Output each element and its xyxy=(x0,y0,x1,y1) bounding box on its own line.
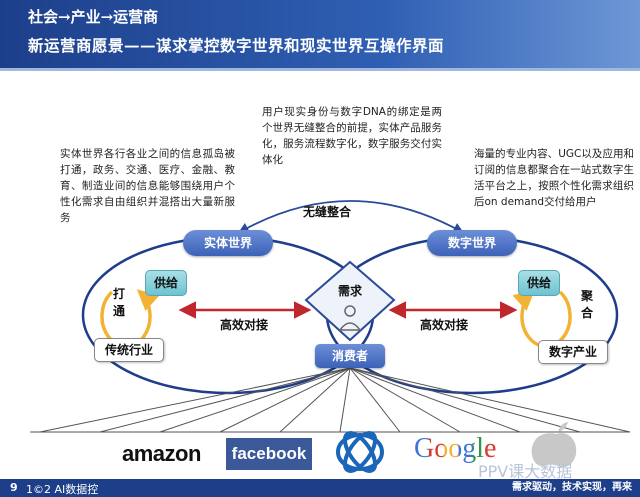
integration-description: 用户现实身份与数字DNA的绑定是两个世界无缝整合的前提，实体产品服务化，服务流程… xyxy=(262,106,442,166)
header-divider xyxy=(0,68,640,71)
amazon-logo: amazon xyxy=(122,441,201,466)
supply-left-box: 供给 xyxy=(145,270,187,296)
consumer-fan-lines xyxy=(30,367,631,433)
page-number: 9 xyxy=(10,481,18,494)
user-icon xyxy=(338,305,362,331)
watermark-left: 1©2 AI数据控 xyxy=(26,483,99,496)
physical-world-description: 实体世界各行各业之间的信息孤岛被打通，政务、交通、医疗、金融、教育、制造业间的信… xyxy=(60,148,235,224)
physical-world-node: 实体世界 xyxy=(183,230,273,256)
aggregate-label: 聚合 xyxy=(580,289,593,320)
supply-right-box: 供给 xyxy=(518,270,560,296)
apple-logo xyxy=(531,422,577,468)
google-logo: Google xyxy=(414,433,496,465)
footer-tagline: 需求驱动，技术实现，再来 xyxy=(512,482,632,493)
open-up-label: 打通 xyxy=(112,287,125,318)
traditional-industry-box: 传统行业 xyxy=(94,338,164,362)
china-mobile-logo xyxy=(336,431,384,473)
digital-world-node: 数字世界 xyxy=(427,230,517,256)
consumer-node: 消费者 xyxy=(315,344,385,368)
efficient-connection-label-right: 高效对接 xyxy=(420,318,469,332)
demand-label: 需求 xyxy=(338,284,363,298)
header-banner: 社会→产业→运营商 新运营商愿景——谋求掌控数字世界和现实世界互操作界面 xyxy=(0,0,640,68)
breadcrumb-current: 运营商 xyxy=(113,8,159,26)
watermark-right: PPV课大数据 xyxy=(478,462,573,481)
seamless-integration-arc xyxy=(238,200,464,234)
breadcrumb: 社会→产业→运营商 xyxy=(28,6,158,27)
seamless-integration-label: 无缝整合 xyxy=(303,205,352,219)
google-logo-text: Google xyxy=(414,433,497,464)
aggregate-cycle-ring xyxy=(512,289,572,349)
page-title: 新运营商愿景——谋求掌控数字世界和现实世界互操作界面 xyxy=(28,36,445,55)
digital-world-description: 海量的专业内容、UGC以及应用和订阅的信息都聚合在一站式数字生活平台之上，按照个… xyxy=(474,148,634,208)
digital-industry-box: 数字产业 xyxy=(538,340,608,364)
efficient-connection-label-left: 高效对接 xyxy=(220,318,269,332)
breadcrumb-path: 社会→产业→ xyxy=(28,8,114,26)
facebook-logo: facebook xyxy=(226,438,312,470)
demand-diamond xyxy=(304,260,396,342)
footer-bar: 需求驱动，技术实现，再来 xyxy=(0,479,640,497)
